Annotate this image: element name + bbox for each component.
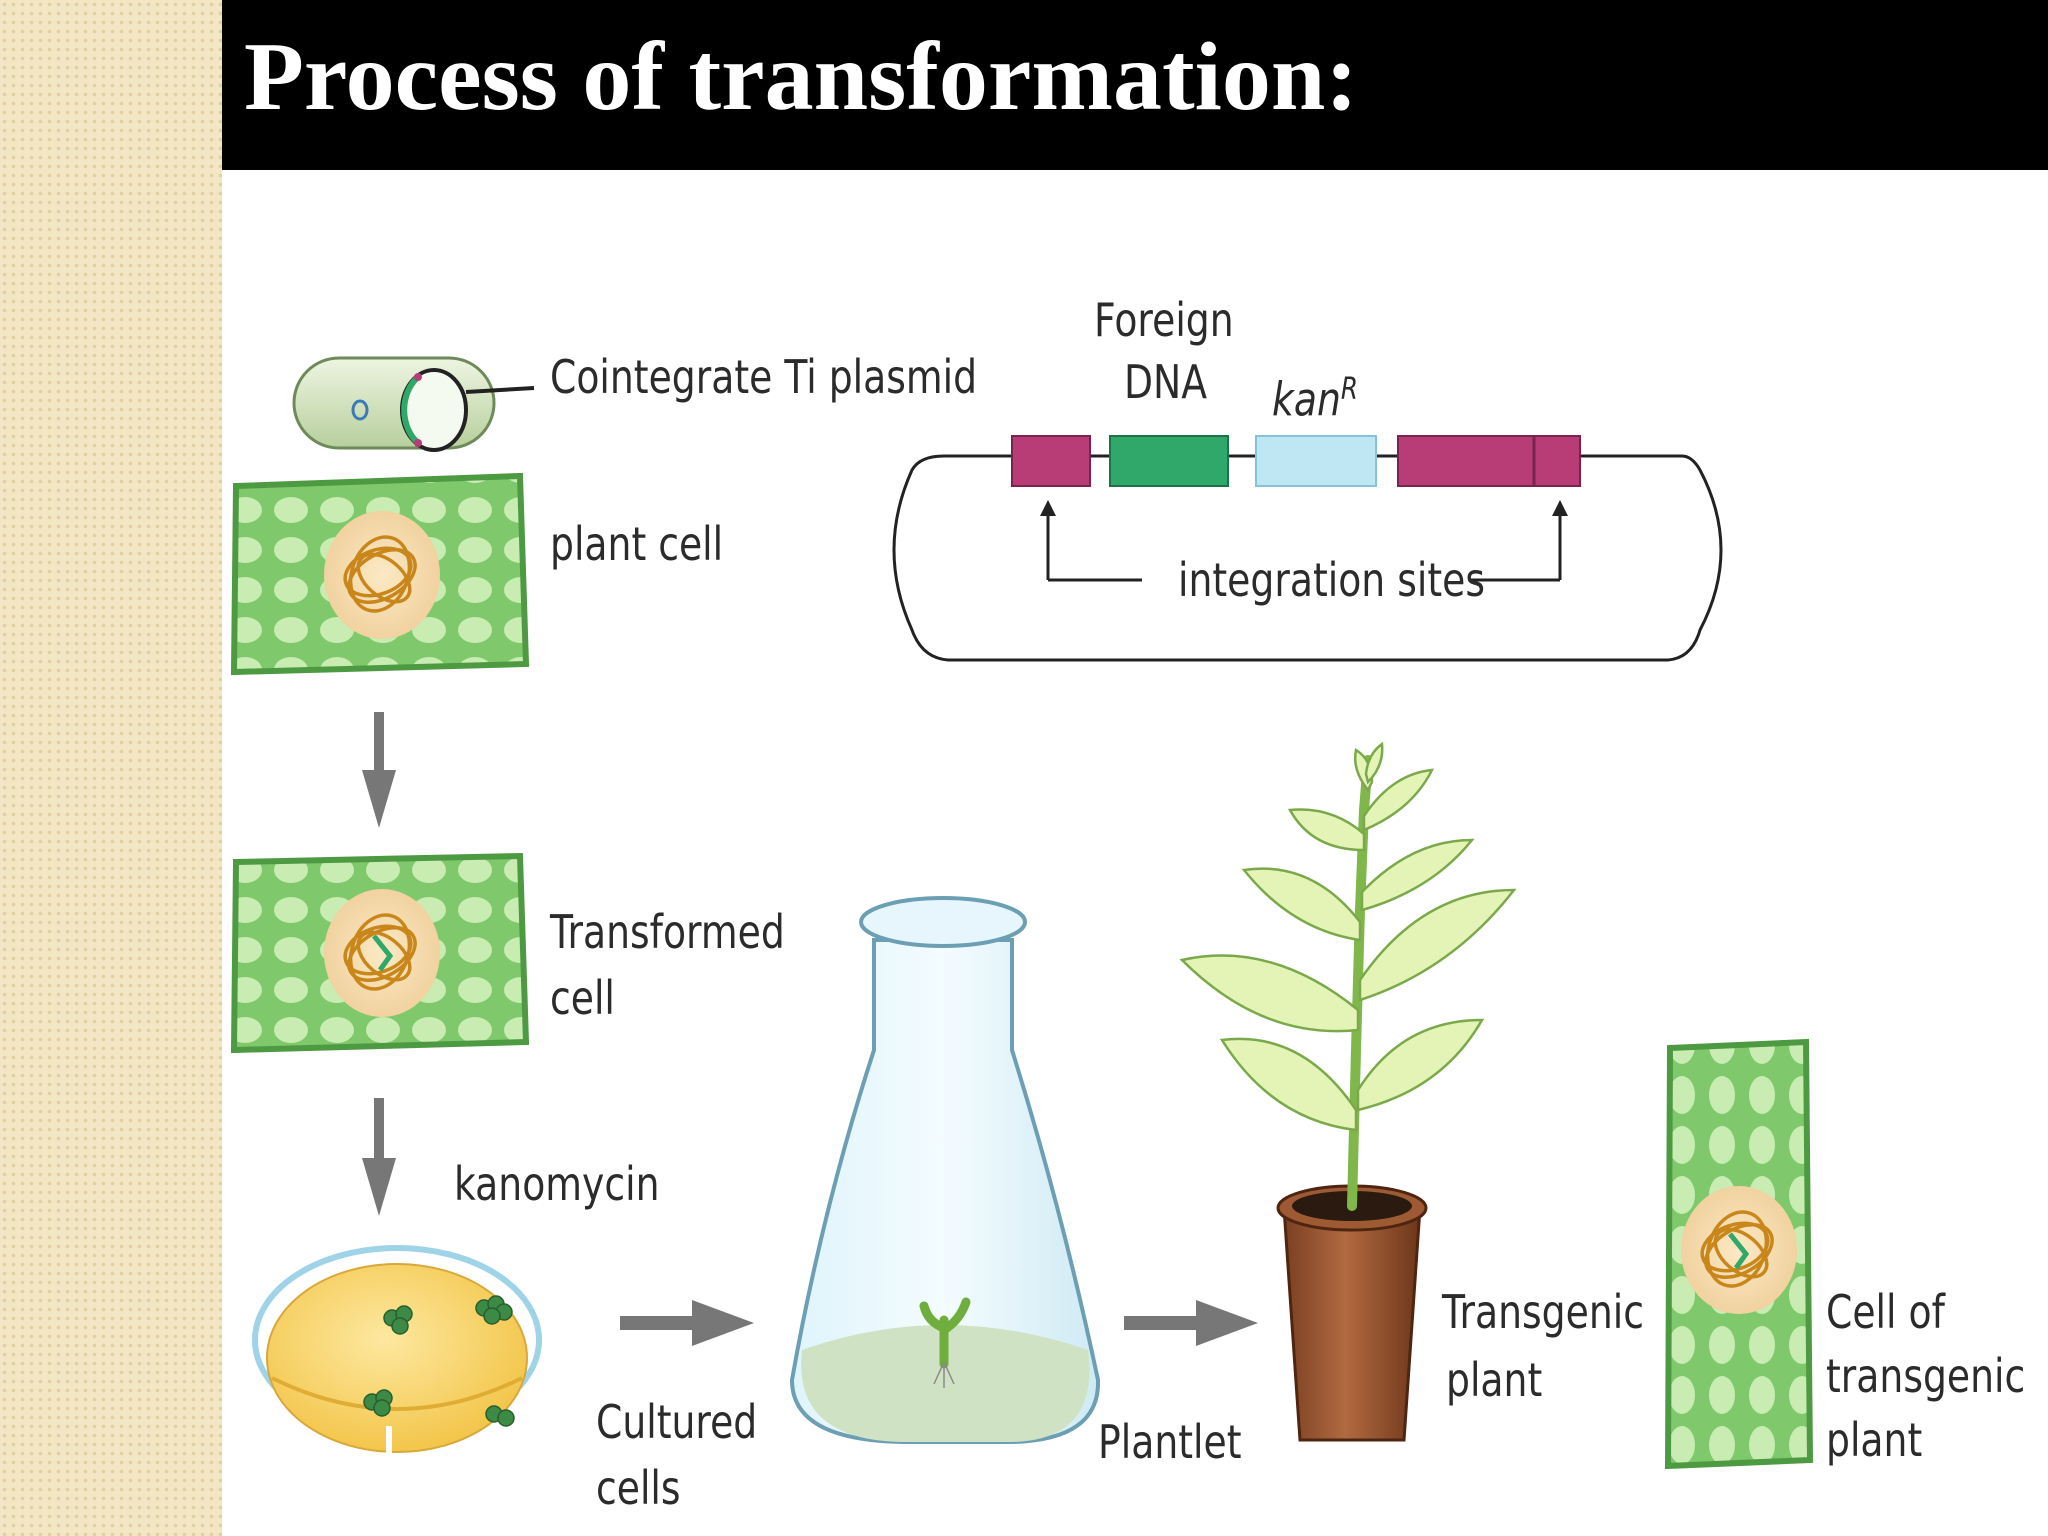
- cell-colony: [363, 1295, 515, 1427]
- label-plantlet: Plantlet: [1098, 1415, 1242, 1469]
- decorative-sidebar: [0, 0, 222, 1536]
- segment-kanr: [1255, 435, 1377, 487]
- label-foreign-dna-line1: Foreign: [1094, 293, 1234, 347]
- label-cultured-line2: cells: [596, 1461, 681, 1515]
- segment-foreign-dna: [1109, 435, 1229, 487]
- label-kanr-superscript: R: [1340, 372, 1358, 407]
- plant-cell-top: [230, 472, 530, 676]
- label-cell-of-line2: transgenic: [1826, 1349, 2026, 1403]
- label-cell-of-line1: Cell of: [1826, 1285, 1945, 1339]
- label-foreign-dna-line2: DNA: [1124, 355, 1208, 409]
- segment-integration-right: [1397, 435, 1581, 487]
- label-integration-sites: integration sites: [1178, 553, 1485, 607]
- slide-title: Process of transformation:: [244, 23, 1359, 131]
- plantlet: [919, 1297, 971, 1369]
- petri-dish: [252, 1245, 542, 1456]
- label-transformed-line2: cell: [550, 971, 615, 1025]
- arrow-down-2: [362, 1098, 396, 1216]
- label-cointegrate-plasmid: Cointegrate Ti plasmid: [550, 350, 978, 404]
- title-bar: Process of transformation:: [222, 0, 2048, 170]
- label-transformed-line1: Transformed: [550, 905, 785, 959]
- label-transgenic-line2: plant: [1446, 1353, 1543, 1407]
- integration-arrows: [1046, 510, 1562, 582]
- arrow-right-2: [1124, 1300, 1258, 1346]
- transformation-diagram: [230, 356, 1814, 1470]
- label-transgenic-line1: Transgenic: [1442, 1285, 1644, 1339]
- agrobacterium: [292, 356, 535, 452]
- transgenic-plant: [1179, 741, 1517, 1442]
- plasmid-map: [892, 435, 1723, 662]
- label-cell-of-line3: plant: [1826, 1413, 1923, 1467]
- segment-integration-left: [1011, 435, 1091, 487]
- label-cultured-line1: Cultured: [596, 1395, 758, 1449]
- label-kanr: kanR: [1272, 372, 1358, 427]
- transformed-cell: [230, 852, 530, 1054]
- arrow-down-1: [362, 712, 396, 828]
- transgenic-plant-cell: [1664, 1038, 1814, 1470]
- label-plant-cell: plant cell: [550, 517, 724, 571]
- culture-flask: [789, 896, 1101, 1444]
- label-kanomycin: kanomycin: [454, 1157, 660, 1211]
- plant-leaves: [1179, 741, 1517, 1132]
- arrow-right-1: [620, 1300, 754, 1346]
